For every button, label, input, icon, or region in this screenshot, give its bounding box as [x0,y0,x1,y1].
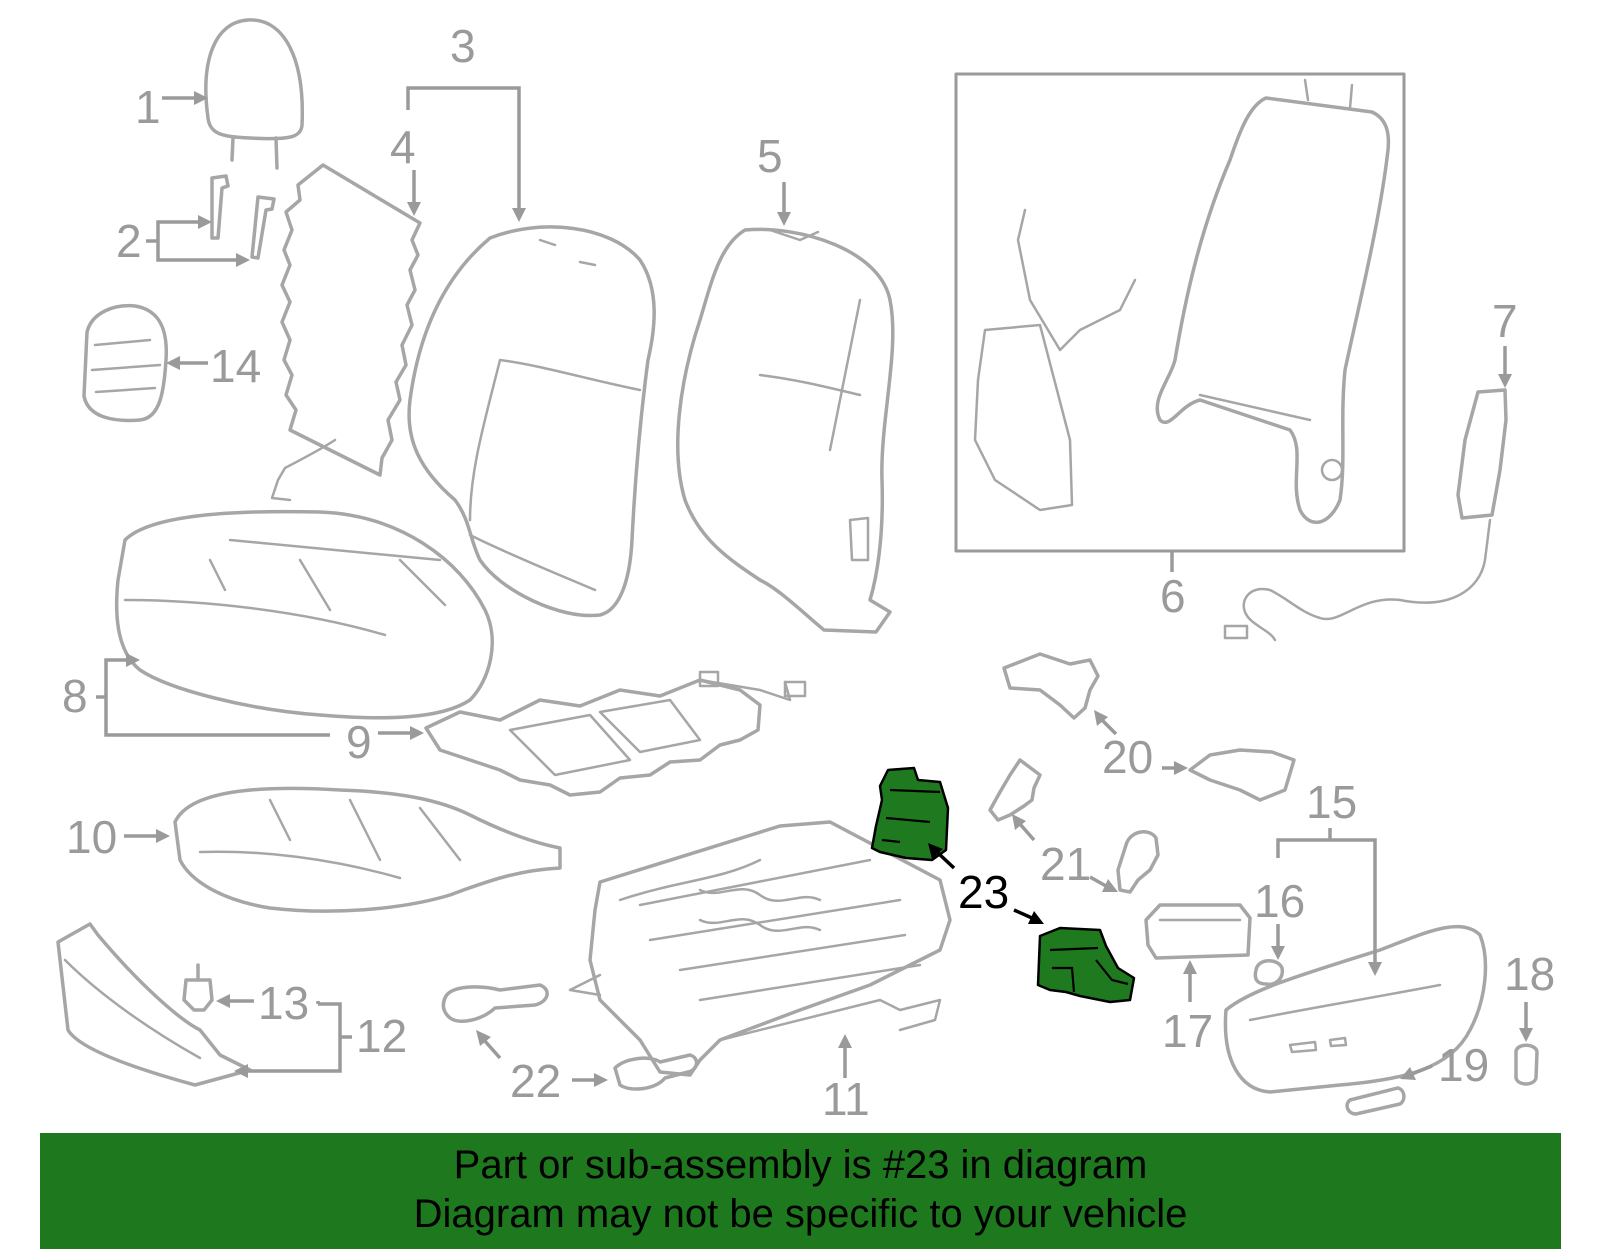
callout-3: 3 [406,20,526,222]
part-1-headrest [204,18,305,170]
part-16-clip [1253,959,1285,987]
callout-23: 23 [928,843,1044,924]
part-23-upper-cover [870,766,950,862]
part-2-headrest-guides [210,174,276,260]
svg-text:10: 10 [66,811,117,863]
callout-7: 7 [1492,295,1518,388]
svg-text:3: 3 [450,20,476,72]
part-6-seat-back-frame [954,72,1406,553]
part-4-back-heater [270,163,422,502]
part-7-side-airbag [1223,388,1508,642]
svg-text:15: 15 [1306,776,1357,828]
callout-1: 1 [135,81,208,133]
callout-4: 4 [390,121,421,216]
callout-6: 6 [1160,551,1186,622]
part-5-seat-back-pad [676,227,895,634]
part-3-seat-back-cover [407,225,656,618]
svg-text:6: 6 [1160,570,1186,622]
part-15-side-shield [1223,924,1488,1094]
svg-text:12: 12 [356,1010,407,1062]
part-12-cushion-shield [56,922,252,1087]
part-14-module [82,303,169,423]
svg-text:18: 18 [1504,948,1555,1000]
callout-17: 17 [1162,960,1213,1057]
part-18-knob [1514,1043,1539,1086]
svg-text:9: 9 [346,716,372,768]
part-23-lower-cover [1036,926,1136,1004]
part-11-seat-adjuster [568,820,952,1077]
svg-text:7: 7 [1492,295,1518,347]
svg-text:4: 4 [390,121,416,173]
part-13-clip [182,963,214,1012]
svg-text:16: 16 [1254,875,1305,927]
callout-22: 22 [476,1030,608,1107]
callout-10: 10 [66,811,170,863]
svg-text:2: 2 [116,215,142,267]
svg-text:1: 1 [135,81,161,133]
svg-text:19: 19 [1438,1039,1489,1091]
callout-19: 19 [1400,1039,1489,1091]
callout-8: 8 [62,653,330,737]
svg-text:22: 22 [510,1055,561,1107]
callout-11: 11 [822,1034,870,1125]
part-17-switch [1144,903,1252,960]
svg-text:20: 20 [1102,731,1153,783]
part-9-cushion-heater [424,670,807,797]
banner-line-disclaimer: Diagram may not be specific to your vehi… [413,1192,1188,1236]
svg-text:23: 23 [958,866,1009,918]
banner-line-part: Part or sub-assembly is #23 in diagram [453,1143,1148,1187]
callout-2: 2 [116,215,250,267]
part-20-brackets [1002,652,1296,802]
callout-14: 14 [166,340,261,392]
part-10-seat-cushion-pad [173,786,562,913]
callout-12: 12 [234,1002,407,1078]
callout-21: 21 [1012,814,1118,892]
callout-15: 15 [1276,776,1382,976]
part-19-knob [1345,1086,1406,1116]
part-21-brackets [988,758,1160,894]
svg-text:11: 11 [822,1073,870,1125]
callout-16: 16 [1254,875,1305,960]
svg-text:17: 17 [1162,1005,1213,1057]
svg-text:13: 13 [258,977,309,1029]
part-8-seat-cushion-cover [114,509,494,720]
callout-18: 18 [1504,948,1555,1042]
svg-text:14: 14 [210,340,261,392]
info-banner: Part or sub-assembly is #23 in diagram D… [40,1133,1561,1249]
svg-text:21: 21 [1040,838,1091,890]
callout-20: 20 [1094,710,1188,783]
callout-13: 13 [216,977,320,1029]
part-22-track-covers [441,983,699,1091]
svg-text:8: 8 [62,670,88,722]
callout-5: 5 [757,130,791,226]
callout-9: 9 [346,716,424,768]
svg-text:5: 5 [757,130,783,182]
